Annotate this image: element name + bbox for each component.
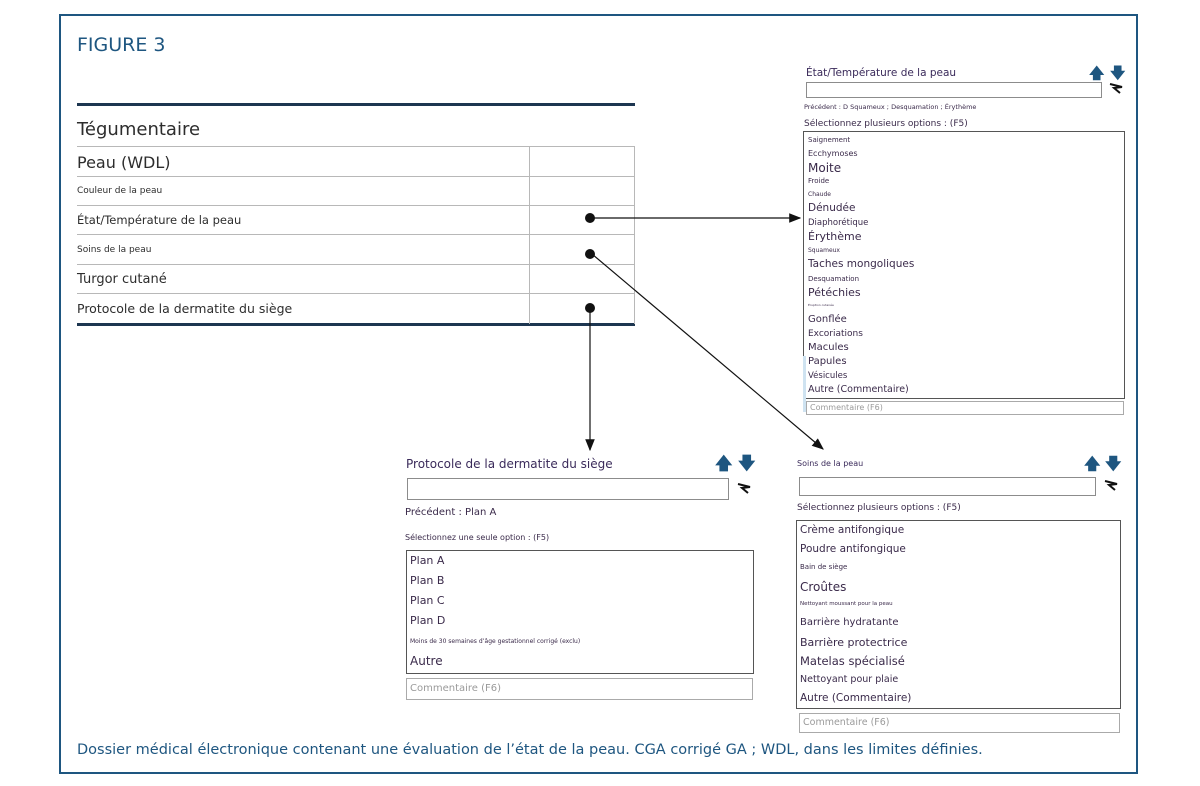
option-saignement[interactable]: Saignement (808, 136, 851, 144)
option-creme-antifongique[interactable]: Crème antifongique (800, 524, 905, 536)
option-autre-commentaire[interactable]: Autre (Commentaire) (808, 384, 909, 395)
option-bain-de-siege[interactable]: Bain de siège (800, 563, 848, 571)
option-macules[interactable]: Macules (808, 342, 849, 353)
option-chaude[interactable]: Chaude (808, 191, 831, 198)
figure-frame (59, 14, 1138, 774)
option-diaphoretique[interactable]: Diaphorétique (808, 218, 869, 228)
row-etat-temperature[interactable]: État/Température de la peau (77, 213, 242, 227)
figure-title: FIGURE 3 (77, 34, 166, 56)
clear-filter-icon[interactable] (737, 483, 751, 494)
option-plan-d[interactable]: Plan D (410, 614, 446, 627)
option-poudre-antifongique[interactable]: Poudre antifongique (800, 543, 906, 555)
option-ecchymoses[interactable]: Ecchymoses (808, 149, 858, 158)
protocole-marker-dot (585, 303, 595, 313)
etat-instruction: Sélectionnez plusieurs options : (F5) (804, 119, 968, 129)
clear-filter-icon[interactable] (1104, 480, 1118, 491)
option-barriere-hydratante[interactable]: Barrière hydratante (800, 617, 899, 628)
arrow-down-icon[interactable]: 🡇 (1105, 454, 1122, 473)
soins-instruction: Sélectionnez plusieurs options : (F5) (797, 503, 961, 513)
option-autre-commentaire[interactable]: Autre (Commentaire) (800, 692, 912, 704)
option-squameux[interactable]: Squameux (808, 247, 840, 254)
option-froide[interactable]: Froide (808, 177, 830, 185)
protocole-instruction: Sélectionnez une seule option : (F5) (405, 533, 550, 542)
soins-comment-field[interactable]: Commentaire (F6) (799, 713, 1120, 733)
etat-panel-title: État/Température de la peau (806, 67, 957, 79)
option-desquamation[interactable]: Desquamation (808, 275, 860, 283)
protocole-panel-title: Protocole de la dermatite du siège (406, 457, 613, 471)
option-moite[interactable]: Moite (808, 161, 842, 175)
option-autre[interactable]: Autre (410, 654, 443, 668)
option-plan-c[interactable]: Plan C (410, 594, 445, 607)
arrow-down-icon[interactable]: 🡇 (1110, 64, 1126, 82)
option-erytheme[interactable]: Érythème (808, 230, 862, 243)
option-gonflee[interactable]: Gonflée (808, 314, 847, 325)
option-croutes[interactable]: Croûtes (800, 580, 847, 594)
arrow-up-icon[interactable]: 🡅 (715, 454, 733, 474)
option-nettoyant-plaie[interactable]: Nettoyant pour plaie (800, 674, 899, 685)
option-barriere-protectrice[interactable]: Barrière protectrice (800, 636, 908, 649)
option-moins-30-semaines[interactable]: Moins de 30 semaines d’âge gestationnel … (410, 638, 581, 645)
etat-options-list (803, 131, 1125, 399)
soins-options-list (796, 520, 1121, 709)
arrow-down-icon[interactable]: 🡇 (738, 454, 756, 474)
option-excoriations[interactable]: Excoriations (808, 329, 863, 339)
soins-marker-dot (585, 249, 595, 259)
section-title: Tégumentaire (77, 119, 201, 140)
row-peau-wdl[interactable]: Peau (WDL) (77, 153, 171, 172)
protocole-previous: Précédent : Plan A (405, 507, 497, 518)
etat-previous: Précédent : D Squameux ; Desquamation ; … (804, 103, 977, 111)
protocole-search-input[interactable] (407, 478, 729, 500)
option-plan-a[interactable]: Plan A (410, 554, 445, 567)
option-papules[interactable]: Papules (808, 356, 847, 367)
etat-comment-field[interactable]: Commentaire (F6) (806, 401, 1124, 415)
option-petechies[interactable]: Pétéchies (808, 286, 861, 299)
soins-panel-title: Soins de la peau (797, 459, 864, 468)
option-matelas-specialise[interactable]: Matelas spécialisé (800, 654, 905, 668)
etat-marker-dot (585, 213, 595, 223)
soins-search-input[interactable] (799, 477, 1096, 496)
selection-scroll-bar[interactable] (803, 356, 806, 412)
protocole-options-list (406, 550, 754, 674)
arrow-up-icon[interactable]: 🡅 (1084, 454, 1101, 473)
protocole-comment-field[interactable]: Commentaire (F6) (406, 678, 753, 700)
option-eruption-cutanee[interactable]: Éruption cutanée (808, 303, 834, 307)
option-nettoyant-moussant[interactable]: Nettoyant moussant pour la peau (800, 601, 893, 607)
row-turgor-cutane[interactable]: Turgor cutané (77, 272, 167, 287)
etat-search-input[interactable] (806, 82, 1102, 98)
figure-caption: Dossier médical électronique contenant u… (77, 742, 983, 758)
row-couleur-peau[interactable]: Couleur de la peau (77, 186, 163, 196)
arrow-up-icon[interactable]: 🡅 (1089, 64, 1105, 82)
option-vesicules[interactable]: Vésicules (808, 371, 848, 381)
row-soins-peau[interactable]: Soins de la peau (77, 245, 152, 255)
option-denudee[interactable]: Dénudée (808, 202, 856, 214)
clear-filter-icon[interactable] (1109, 83, 1123, 94)
row-protocole-dermatite[interactable]: Protocole de la dermatite du siège (77, 301, 293, 316)
option-plan-b[interactable]: Plan B (410, 574, 445, 587)
option-taches-mongoliques[interactable]: Taches mongoliques (808, 258, 915, 270)
